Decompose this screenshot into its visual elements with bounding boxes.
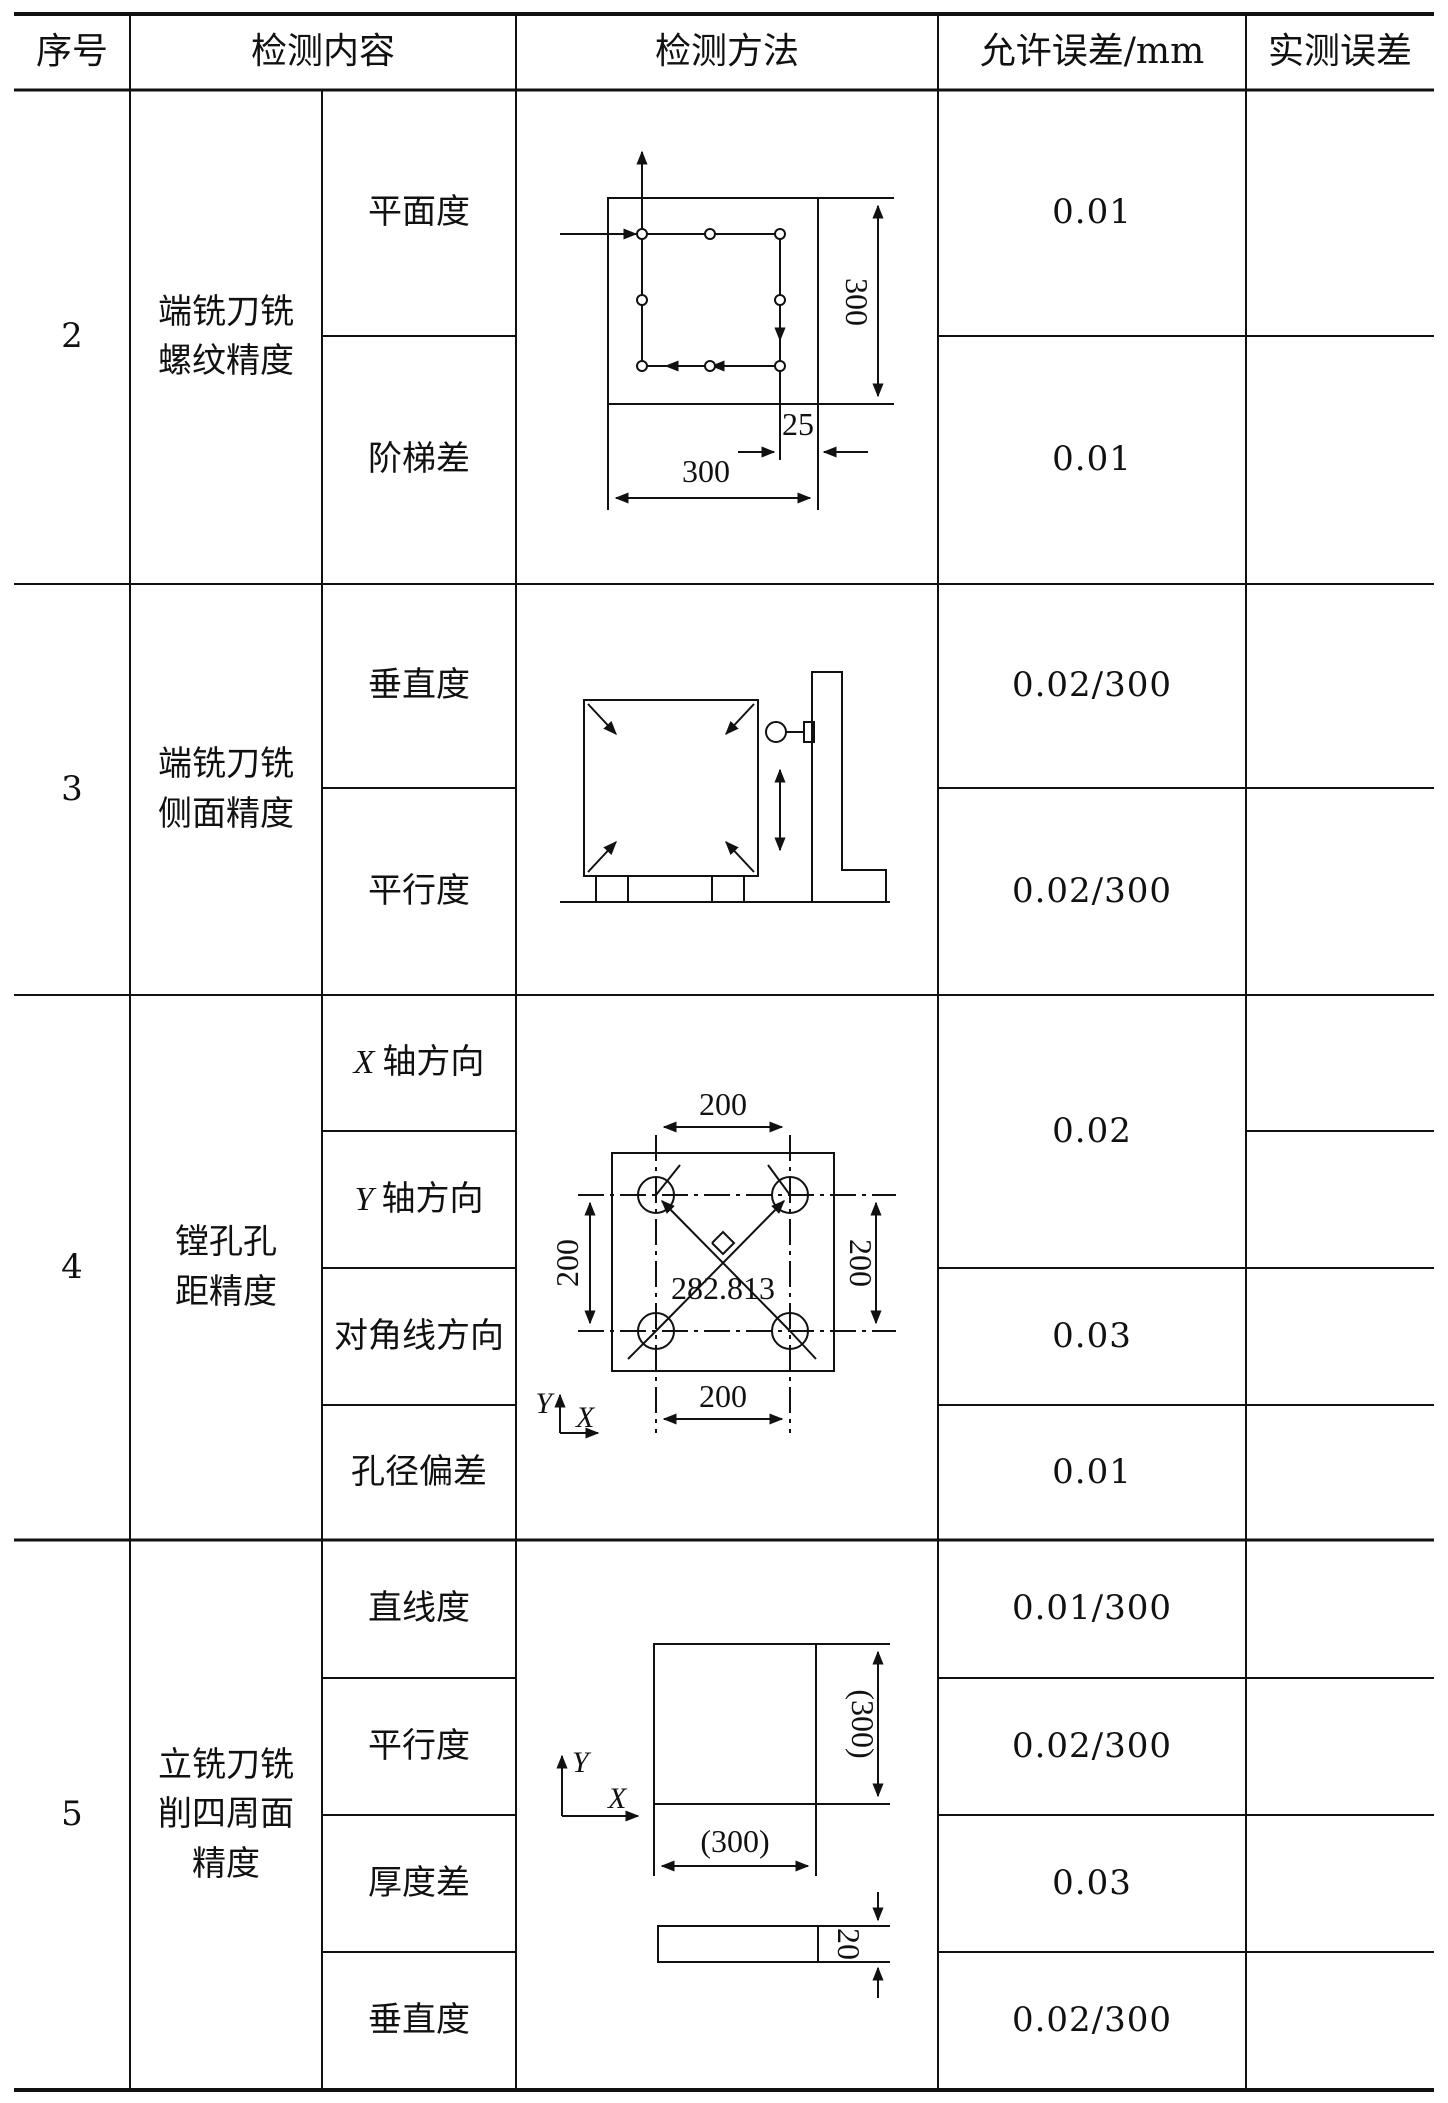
dim-bottom: 200 xyxy=(699,1378,747,1414)
tolerance-value: 0.01 xyxy=(1052,1451,1132,1492)
dim-left: 200 xyxy=(549,1239,585,1287)
tolerance-value: 0.02/300 xyxy=(1011,1725,1173,1766)
item-name: 厚度差 xyxy=(368,1862,470,1903)
flatness-method-figure: 300 300 25 xyxy=(560,150,894,510)
row-content: 立铣刀铣 削四周面 精度 xyxy=(158,1745,294,1884)
axis-y-label: Y xyxy=(572,1746,592,1779)
item-label: 轴方向 xyxy=(381,1178,484,1219)
header-content: 检测内容 xyxy=(250,30,395,72)
squareness-method-figure xyxy=(560,671,890,903)
dim-step: 25 xyxy=(782,406,814,442)
tolerance-value: 0.01/300 xyxy=(1011,1588,1173,1629)
dim-right: 200 xyxy=(843,1239,879,1287)
item-name: 直线度 xyxy=(368,1588,470,1629)
axis-x-label: X xyxy=(575,1401,596,1434)
header-measured: 实测误差 xyxy=(1267,30,1412,72)
hole-spacing-method-figure: 200 200 200 200 282.813 Y X xyxy=(535,1086,896,1439)
tolerance-value: 0.02/300 xyxy=(1011,870,1173,911)
item-name: 孔径偏差 xyxy=(351,1451,487,1492)
dim-width: 300 xyxy=(682,453,730,489)
axis-y-label: Y xyxy=(535,1387,555,1420)
row-content: 端铣刀铣 侧面精度 xyxy=(158,744,294,834)
row-index: 2 xyxy=(61,316,83,357)
axis-letter: X xyxy=(353,1044,375,1082)
item-label: 轴方向 xyxy=(382,1042,485,1083)
tolerance-value: 0.03 xyxy=(1052,1862,1132,1903)
axis-x-label: X xyxy=(607,1782,628,1815)
dim-width: (300) xyxy=(700,1823,769,1859)
dim-diagonal: 282.813 xyxy=(671,1270,775,1306)
dim-height: (300) xyxy=(845,1689,881,1758)
item-name: 平行度 xyxy=(368,1725,470,1766)
row-content: 端铣刀铣 螺纹精度 xyxy=(158,291,294,381)
row-index: 3 xyxy=(61,768,83,809)
perimeter-milling-method-figure: (300) (300) 20 Y X xyxy=(556,1643,890,1998)
tolerance-value: 0.02/300 xyxy=(1011,2000,1173,2041)
tolerance-value: 0.03 xyxy=(1052,1315,1132,1356)
tolerance-value: 0.01 xyxy=(1052,439,1132,480)
item-name: 垂直度 xyxy=(368,665,470,706)
header-method: 检测方法 xyxy=(654,30,799,72)
header-index: 序号 xyxy=(35,30,108,72)
row-index: 4 xyxy=(61,1246,83,1287)
item-name: 垂直度 xyxy=(368,2000,470,2041)
item-name: 平面度 xyxy=(368,192,470,233)
item-name: 平行度 xyxy=(368,870,470,911)
axis-letter: Y xyxy=(354,1180,374,1218)
tolerance-value: 0.02 xyxy=(1052,1110,1132,1151)
dim-thickness: 20 xyxy=(831,1928,867,1960)
row-content: 镗孔孔 距精度 xyxy=(175,1222,277,1312)
item-name: 对角线方向 xyxy=(334,1315,504,1356)
tolerance-value: 0.02/300 xyxy=(1011,665,1173,706)
row-index: 5 xyxy=(61,1794,83,1835)
dim-height: 300 xyxy=(839,278,875,326)
tolerance-value: 0.01 xyxy=(1052,192,1132,233)
header-tolerance: 允许误差/mm xyxy=(979,30,1205,72)
item-name: 阶梯差 xyxy=(368,439,470,480)
dim-top: 200 xyxy=(699,1086,747,1122)
